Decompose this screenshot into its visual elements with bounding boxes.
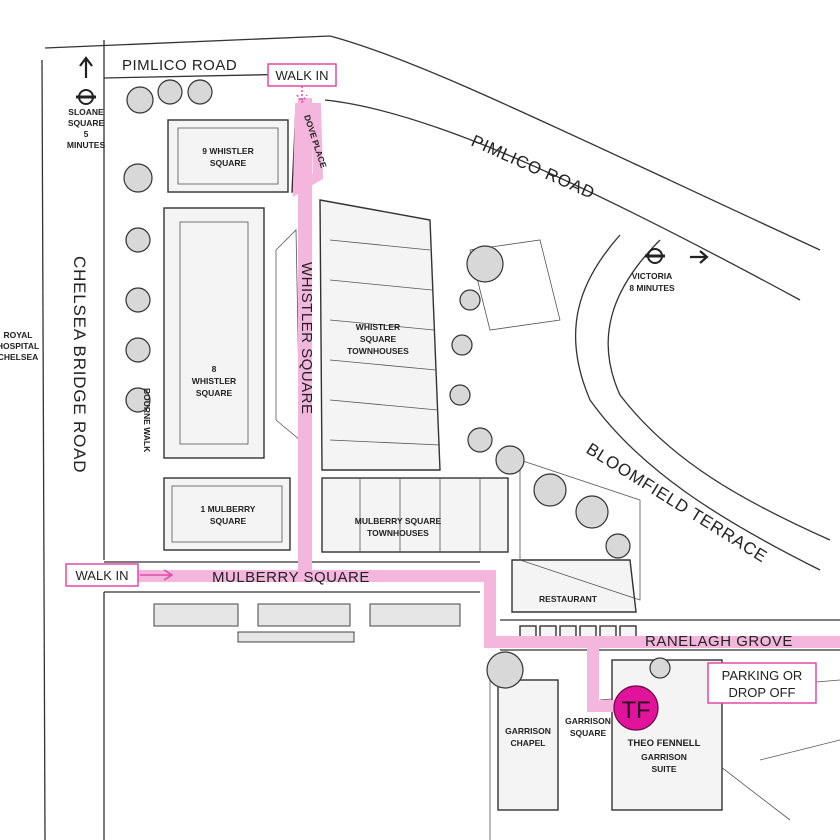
label-restaurant: RESTAURANT [539, 594, 598, 604]
svg-text:PARKING OR: PARKING OR [722, 668, 803, 683]
label-1-mulberry-square: 1 MULBERRY SQUARE [201, 504, 256, 526]
label-garrison-square: GARRISON SQUARE [565, 716, 611, 738]
station-sloane-square: SLOANE SQUARE 5 MINUTES [67, 56, 106, 150]
svg-text:MULBERRY SQUARE: MULBERRY SQUARE [355, 516, 442, 526]
svg-text:GARRISON: GARRISON [505, 726, 551, 736]
station-victoria: VICTORIA 8 MINUTES [629, 248, 709, 293]
trees [123, 79, 671, 689]
label-chelsea-bridge-road: CHELSEA BRIDGE ROAD [70, 256, 89, 473]
svg-text:GARRISON: GARRISON [565, 716, 611, 726]
svg-text:5: 5 [84, 129, 89, 139]
label-royal-hospital: ROYAL HOSPITAL CHELSEA [0, 330, 39, 362]
label-mulberry-townhouses: MULBERRY SQUARE TOWNHOUSES [355, 516, 442, 538]
label-pimlico-road-top: PIMLICO ROAD [122, 57, 237, 74]
svg-text:TOWNHOUSES: TOWNHOUSES [367, 528, 429, 538]
svg-text:GARRISON: GARRISON [641, 752, 687, 762]
callout-walk-in-left: WALK IN [65, 563, 174, 587]
building-8-whistler-square [163, 207, 265, 459]
building-1-mulberry-square [163, 477, 291, 551]
label-garrison-chapel: GARRISON CHAPEL [505, 726, 551, 748]
svg-text:WHISTLER: WHISTLER [192, 376, 236, 386]
svg-text:SQUARE: SQUARE [210, 158, 247, 168]
svg-text:WALK IN: WALK IN [276, 68, 329, 83]
callout-walk-in-top: WALK IN [267, 63, 337, 104]
route-garrison-spur [587, 642, 620, 712]
svg-text:SQUARE: SQUARE [68, 118, 105, 128]
svg-text:SQUARE: SQUARE [210, 516, 247, 526]
svg-text:DROP OFF: DROP OFF [729, 685, 796, 700]
svg-text:HOSPITAL: HOSPITAL [0, 341, 39, 351]
building-mulberry-townhouses [321, 477, 509, 553]
svg-text:MINUTES: MINUTES [67, 140, 106, 150]
building-theo-fennell [611, 659, 723, 811]
label-ranelagh-grove: RANELAGH GROVE [645, 633, 793, 650]
svg-text:8 MINUTES: 8 MINUTES [629, 283, 675, 293]
svg-text:TOWNHOUSES: TOWNHOUSES [347, 346, 409, 356]
svg-text:SQUARE: SQUARE [570, 728, 607, 738]
underground-roundel-icon [76, 89, 96, 105]
svg-text:ROYAL: ROYAL [4, 330, 33, 340]
label-whistler-square-road: WHISTLER SQUARE [298, 262, 315, 415]
callout-parking: PARKING OR DROP OFF [707, 662, 817, 704]
building-garrison-chapel [497, 679, 559, 811]
svg-text:SUITE: SUITE [651, 764, 676, 774]
label-mulberry-square-road: MULBERRY SQUARE [212, 569, 370, 586]
route-dove-place [292, 103, 324, 197]
svg-text:1 MULBERRY: 1 MULBERRY [201, 504, 256, 514]
label-pimlico-road-diagonal: PIMLICO ROAD [468, 131, 598, 203]
svg-text:CHAPEL: CHAPEL [511, 738, 546, 748]
svg-text:SQUARE: SQUARE [196, 388, 233, 398]
label-theo-fennell: THEO FENNELL [628, 738, 701, 749]
svg-text:VICTORIA: VICTORIA [632, 271, 672, 281]
up-arrow-icon [79, 56, 93, 78]
buildings [153, 107, 723, 811]
label-garrison-suite: GARRISON SUITE [641, 752, 687, 774]
theo-fennell-logo: TF [613, 685, 659, 731]
building-9-whistler-square [167, 119, 289, 193]
underground-roundel-icon [645, 248, 665, 264]
label-8-whistler-square: 8 WHISTLER SQUARE [192, 364, 236, 398]
label-whistler-townhouses: WHISTLER SQUARE TOWNHOUSES [347, 322, 409, 356]
svg-text:TF: TF [621, 697, 650, 724]
label-bourne-walk: BOURNE WALK [142, 388, 152, 453]
svg-text:CHELSEA: CHELSEA [0, 352, 38, 362]
right-arrow-icon [690, 250, 709, 264]
label-9-whistler-square: 9 WHISTLER SQUARE [202, 146, 253, 168]
svg-text:WHISTLER: WHISTLER [356, 322, 400, 332]
walking-route [104, 98, 840, 712]
svg-text:SLOANE: SLOANE [68, 107, 104, 117]
svg-text:WALK IN: WALK IN [76, 568, 129, 583]
svg-text:SQUARE: SQUARE [360, 334, 397, 344]
route-mulberry-square [104, 570, 840, 648]
building-whistler-townhouses [319, 199, 441, 471]
building-restaurant [511, 559, 637, 613]
svg-text:9 WHISTLER: 9 WHISTLER [202, 146, 253, 156]
svg-text:8: 8 [212, 364, 217, 374]
